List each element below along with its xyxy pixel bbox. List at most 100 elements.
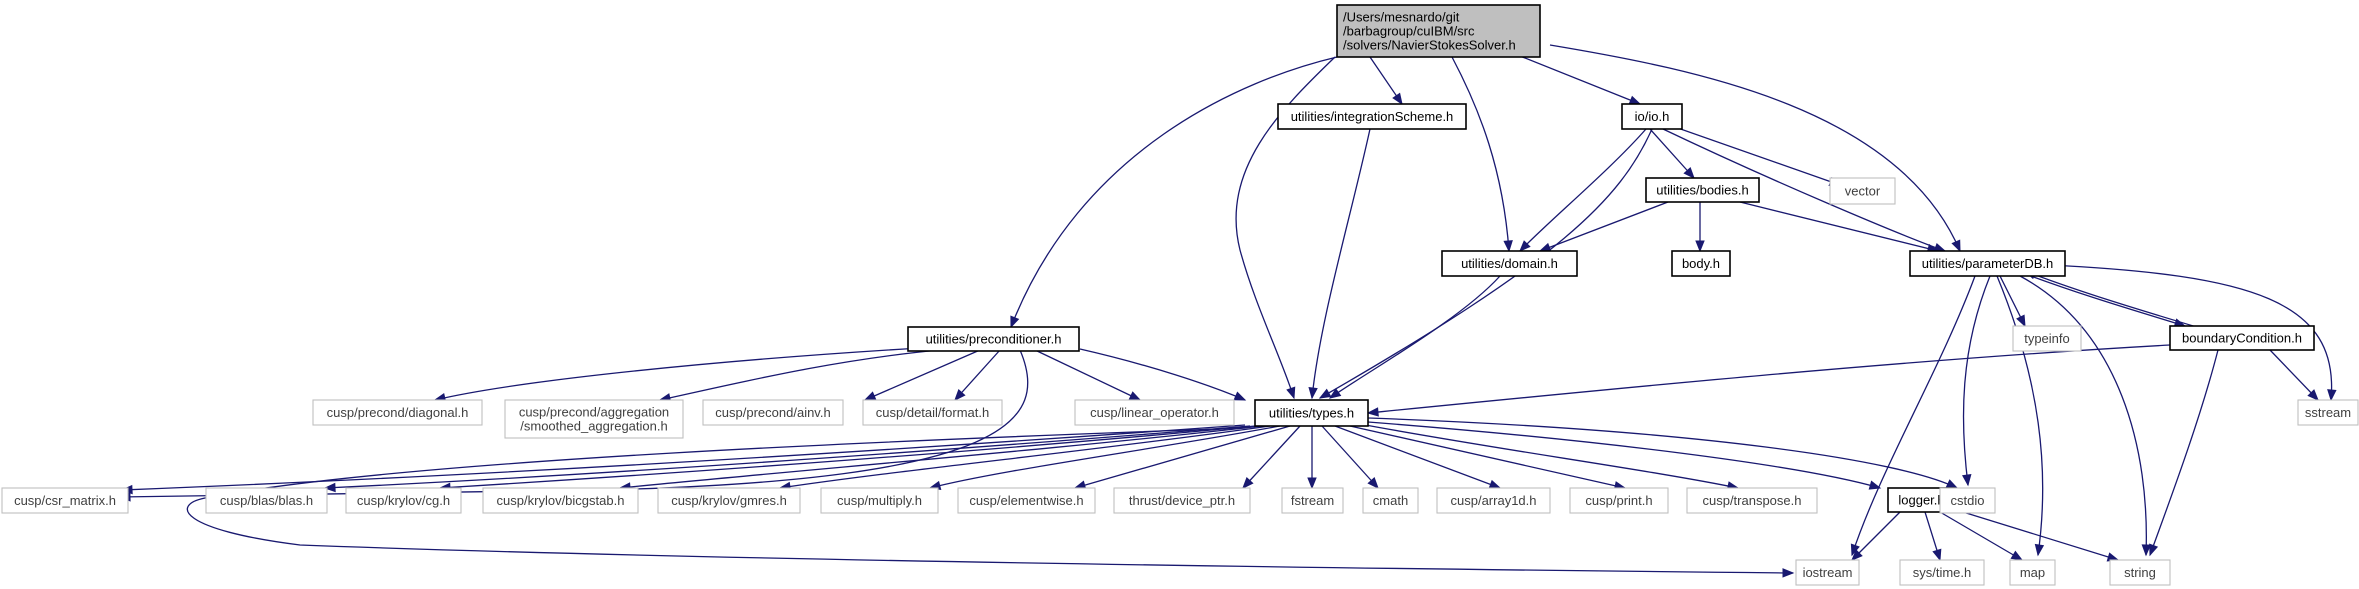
node-label: cusp/csr_matrix.h — [14, 493, 116, 508]
node-iostream: iostream — [1795, 559, 1860, 586]
edge-ioh-to-domain — [1519, 128, 1647, 252]
node-navierstokessolver-h[interactable]: /Users/mesnardo/git/barbagroup/cuIBM/src… — [1336, 4, 1541, 58]
arrowhead — [1683, 167, 1695, 180]
edge-logger-to-string — [1949, 507, 2120, 562]
node-vector: vector — [1829, 177, 1896, 205]
node-box — [1277, 103, 1467, 130]
node-box — [820, 487, 939, 514]
node-label: /Users/mesnardo/git — [1343, 10, 1460, 25]
edge-types-to-fstream — [1307, 426, 1317, 490]
edge-logger-to-systime — [1924, 511, 1942, 562]
node-label: cusp/print.h — [1585, 493, 1652, 508]
node-label: cusp/detail/format.h — [876, 405, 989, 420]
node-box — [1795, 559, 1860, 586]
arrowhead — [1318, 388, 1332, 399]
node-smoothed-aggregation-h: cusp/precond/aggregation/smoothed_aggreg… — [504, 399, 684, 439]
node-label: /barbagroup/cuIBM/src — [1343, 24, 1475, 39]
node-sstream: sstream — [2297, 399, 2359, 426]
edge-domain-to-types — [1328, 275, 1501, 399]
arrowhead — [1951, 239, 1961, 253]
node-string: string — [2109, 559, 2171, 586]
edge-paramdb-to-boundary — [2014, 269, 2187, 328]
node-label: body.h — [1682, 256, 1720, 271]
edge-paramdb-to-sstream — [2049, 264, 2337, 402]
arrowhead — [1503, 240, 1513, 253]
node-box — [1254, 399, 1369, 427]
arrowhead — [1307, 477, 1317, 490]
edge-precond-to-smoothed — [658, 349, 941, 403]
node-box — [1436, 487, 1551, 514]
node-linear-operator-h: cusp/linear_operator.h — [1074, 399, 1235, 426]
node-label: io/io.h — [1635, 109, 1670, 124]
arrowhead — [1519, 240, 1531, 252]
edge-types-to-devptr — [1242, 425, 1301, 489]
edge-root-to-precond — [1010, 56, 1338, 329]
node-typeinfo: typeinfo — [2012, 325, 2082, 352]
arrowhead — [1851, 549, 1863, 561]
node-box — [2109, 559, 2171, 586]
node-box — [1645, 177, 1760, 203]
arrowhead — [1328, 388, 1342, 399]
node-cmath: cmath — [1362, 487, 1419, 514]
node-label: cusp/precond/ainv.h — [715, 405, 830, 420]
arrowhead — [2016, 314, 2026, 328]
node-sys-time-h: sys/time.h — [1899, 559, 1985, 586]
arrowhead — [2010, 550, 2024, 561]
node-box — [345, 487, 462, 514]
edge-types-to-array1d — [1334, 425, 1502, 489]
node-domain-h[interactable]: utilities/domain.h — [1441, 250, 1578, 277]
node-label: cusp/blas/blas.h — [220, 493, 313, 508]
node-label: iostream — [1803, 565, 1853, 580]
node-cstdio: cstdio — [1939, 487, 1996, 514]
edge-boundary-to-paramdb — [2023, 270, 2201, 329]
node-label: utilities/types.h — [1269, 406, 1354, 421]
node-box — [1362, 487, 1419, 514]
node-label: sys/time.h — [1913, 565, 1972, 580]
arrowhead — [863, 391, 877, 401]
arrowhead — [1367, 477, 1379, 489]
node-label: logger.h — [1898, 493, 1944, 508]
arrowhead — [2141, 544, 2152, 557]
edge-types-to-print — [1349, 425, 1627, 491]
edge-root-to-domain — [1451, 56, 1513, 253]
node-preconditioner-h[interactable]: utilities/preconditioner.h — [907, 326, 1080, 352]
edge-logger-to-map — [1939, 511, 2024, 561]
node-types-h[interactable]: utilities/types.h — [1254, 399, 1369, 427]
arrowhead — [1695, 240, 1705, 253]
node-label: thrust/device_ptr.h — [1129, 493, 1235, 508]
node-box — [312, 399, 483, 426]
edge-paramdb-to-cstdio — [1962, 275, 1991, 487]
edge-ioh-to-vector — [1671, 125, 1842, 187]
node-box — [957, 487, 1096, 514]
node-label: typeinfo — [2024, 331, 2070, 346]
edge-precond-to-linop — [1034, 349, 1142, 401]
node-io-h[interactable]: io/io.h — [1621, 103, 1683, 130]
node-label: cmath — [1373, 493, 1408, 508]
node-label: /solvers/NavierStokesSolver.h — [1343, 38, 1516, 53]
node-box — [1829, 177, 1896, 205]
node-body-h[interactable]: body.h — [1671, 250, 1731, 277]
arrowhead — [2327, 389, 2337, 402]
edge-logger-to-iostream — [1851, 511, 1901, 561]
node-box — [1899, 559, 1985, 586]
node-bodies-h[interactable]: utilities/bodies.h — [1645, 177, 1760, 203]
node-device-ptr-h: thrust/device_ptr.h — [1113, 487, 1251, 514]
edge-types-to-blas — [323, 425, 1251, 493]
node-parameterdb-h[interactable]: utilities/parameterDB.h — [1909, 250, 2066, 277]
node-box — [482, 487, 639, 514]
node-krylov-bicgstab-h: cusp/krylov/bicgstab.h — [482, 487, 639, 514]
node-integrationscheme-h[interactable]: utilities/integrationScheme.h — [1277, 103, 1467, 130]
edge-precond-to-ainv — [863, 349, 981, 401]
node-label: cusp/array1d.h — [1451, 493, 1537, 508]
node-boundarycondition-h[interactable]: boundaryCondition.h — [2169, 325, 2315, 351]
arrowhead — [1366, 407, 1379, 417]
node-box — [1621, 103, 1683, 130]
edge-types-to-logger — [1367, 421, 1882, 490]
node-box — [2297, 399, 2359, 426]
edge-boundary-to-string — [2149, 349, 2219, 557]
node-box — [1686, 487, 1818, 514]
edge-root-to-ioh — [1509, 51, 1642, 105]
node-box — [2012, 325, 2082, 352]
node-label: vector — [1845, 184, 1881, 199]
node-box — [1569, 487, 1669, 514]
